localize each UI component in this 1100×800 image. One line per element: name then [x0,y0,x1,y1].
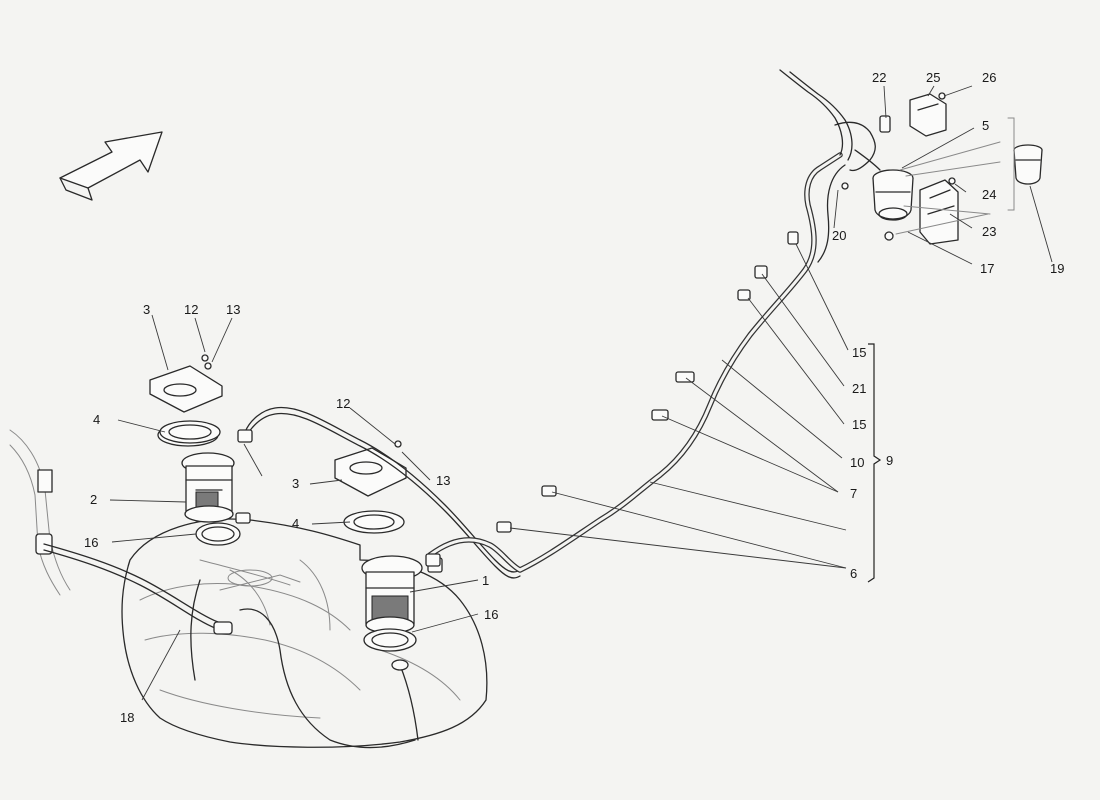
callout-20: 20 [832,228,846,243]
callout-15-mid: 15 [852,417,866,432]
callout-22: 22 [872,70,886,85]
callout-10: 10 [850,455,864,470]
fuel-filter-assembly [841,92,1043,245]
callout-3-left: 3 [143,302,150,317]
callout-2: 2 [90,492,97,507]
callout-13-left: 13 [226,302,240,317]
small-fasteners [201,354,402,448]
gaskets [159,420,221,444]
callout-labels: 1 2 3 3 4 4 5 6 7 9 10 12 12 13 13 15 15… [84,70,1064,725]
fuel-pump-center [334,447,443,652]
leader-lines [109,85,1053,701]
callout-6: 6 [850,566,857,581]
callout-4-left: 4 [93,412,100,427]
fuel-pump-left [149,365,251,546]
callout-3-center: 3 [292,476,299,491]
callout-12-left: 12 [184,302,198,317]
callout-26: 26 [982,70,996,85]
callout-1: 1 [482,573,489,588]
callout-23: 23 [982,224,996,239]
callout-7: 7 [850,486,857,501]
callout-17: 17 [980,261,994,276]
filler-neck [9,429,233,635]
fuel-line-center [237,406,521,579]
group-bracket [867,343,882,583]
callout-19: 19 [1050,261,1064,276]
callout-5: 5 [982,118,989,133]
direction-arrow [59,131,163,201]
callout-4-center: 4 [292,516,299,531]
line-clips [425,231,799,567]
callout-16-left: 16 [84,535,98,550]
callout-18: 18 [120,710,134,725]
callout-9: 9 [886,453,893,468]
callout-25: 25 [926,70,940,85]
callout-12-center: 12 [336,396,350,411]
callout-24: 24 [982,187,996,202]
callout-16-center: 16 [484,607,498,622]
tank-hoses [190,579,419,749]
callout-15-top: 15 [852,345,866,360]
callout-13-center: 13 [436,473,450,488]
fuel-line-main [427,69,881,573]
callout-21: 21 [852,381,866,396]
